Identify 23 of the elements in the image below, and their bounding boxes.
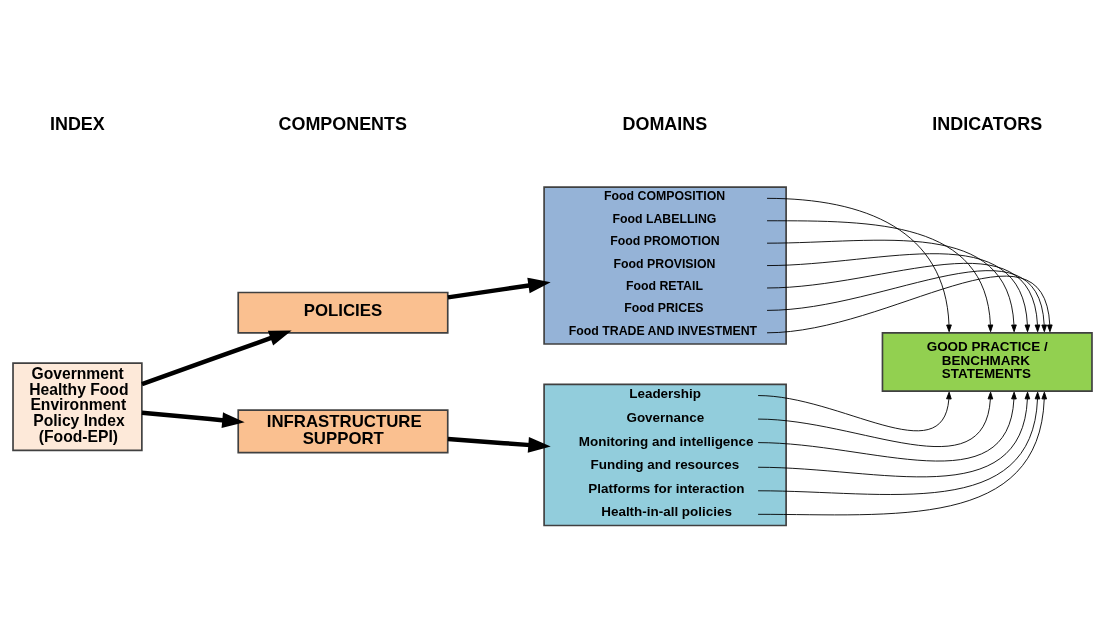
arrow — [766, 220, 994, 333]
arrow — [766, 239, 1017, 333]
arrow — [447, 277, 551, 300]
node-box: Leadership Governance Monitoring and intelligence Funding and resources Platforms for interaction Health-in-all policies — [543, 383, 787, 527]
arrow — [757, 391, 1017, 462]
label: DOMAINS — [622, 113, 708, 134]
label: INDEX — [49, 113, 105, 134]
arrow — [757, 391, 952, 432]
label: COMPONENTS — [278, 113, 407, 134]
arrow — [447, 436, 551, 453]
arrow — [757, 391, 1041, 495]
arrow — [757, 391, 1031, 478]
arrow — [766, 197, 952, 333]
node-box: POLICIES — [237, 291, 449, 334]
node-box: Government Healthy Food Environment Policy Index (Food-EPI) — [12, 362, 143, 452]
node-box: INFRASTRUCTURE SUPPORT — [237, 409, 449, 454]
node-box: GOOD PRACTICE / BENCHMARK STATEMENTS — [881, 331, 1093, 392]
arrow — [757, 391, 1048, 516]
arrow — [757, 391, 994, 447]
arrow — [141, 330, 292, 387]
node-box: Food COMPOSITION Food LABELLING Food PROMOTION Food PROVISION Food RETAIL Food PRICES Food TRADE AND INVESTMENT — [543, 186, 787, 345]
arrow — [141, 410, 245, 429]
label: INDICATORS — [932, 113, 1043, 134]
